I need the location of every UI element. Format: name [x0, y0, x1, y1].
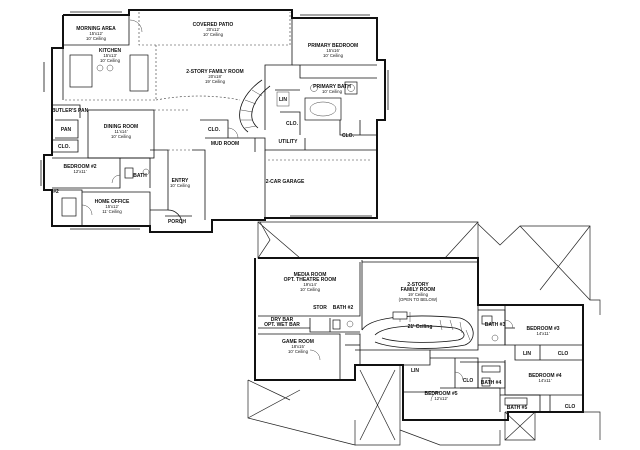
bedroom5-dims: 12'x12'	[434, 396, 448, 401]
family-room-label: 2-STORY FAMILY ROOM	[186, 69, 243, 75]
butlers-pan-label: BUTLER'S PAN	[52, 108, 89, 114]
home-office-ceiling: 11' Ceiling	[102, 209, 122, 214]
dining-room-ceiling: 10' Ceiling	[111, 134, 132, 139]
primary-bedroom-label: PRIMARY BEDROOM	[308, 43, 358, 49]
media-room-sub: OPT. THEATRE ROOM	[284, 277, 337, 283]
morning-area-dims: 15'x12'	[89, 31, 103, 36]
game-room-dims: 18'x15'	[291, 344, 305, 349]
bedroom2-label: BEDROOM #2	[63, 164, 96, 170]
stor-label: STOR	[313, 305, 327, 311]
primary-bath-label: PRIMARY BATH	[313, 84, 351, 90]
covered-patio-ceiling: 10' Ceiling	[203, 32, 224, 37]
media-room-label: MEDIA ROOM	[294, 272, 327, 278]
primary-bedroom-ceiling: 10' Ceiling	[323, 53, 344, 58]
mud-room-label: MUD ROOM	[211, 141, 239, 147]
bedroom4-dims: 14'x11'	[538, 378, 551, 383]
morning-area-label: MORNING AREA	[76, 26, 116, 32]
porch-label: PORCH	[168, 219, 186, 225]
bath4-label: BATH #4	[481, 380, 502, 386]
entry-ceiling: 10' Ceiling	[170, 183, 191, 188]
kitchen-label: KITCHEN	[99, 48, 122, 54]
stair-curve	[239, 79, 263, 133]
clo-label: CLO.	[208, 127, 221, 133]
home-office-label: HOME OFFICE	[95, 199, 130, 205]
bedroom3-dims: 14'x11'	[536, 331, 549, 336]
home-office-dims: 15'x12'	[105, 204, 119, 209]
garage-label: 2-CAR GARAGE	[266, 179, 305, 185]
bedroom2-dims: 12'x11'	[73, 169, 86, 174]
bathtub	[304, 97, 342, 121]
covered-patio-label: COVERED PATIO	[193, 22, 234, 28]
bedroom4-label: BEDROOM #4	[528, 373, 561, 379]
family-room-below-note: (OPEN TO BELOW)	[399, 297, 438, 302]
lin-label: LIN	[411, 368, 419, 374]
bath3-label: BATH #3	[485, 322, 506, 328]
covered-patio-dims: 20'x12'	[206, 27, 220, 32]
game-room-ceiling: 10' Ceiling	[288, 349, 309, 354]
bedroom3-label: BEDROOM #3	[526, 326, 559, 332]
lin-label: LIN	[279, 97, 287, 103]
clo-label: CLO.	[58, 144, 71, 150]
media-room-ceiling: 10' Ceiling	[300, 287, 321, 292]
ceiling-21-label: 21' Ceiling	[408, 324, 433, 330]
dining-room-dims: 11'x14'	[114, 129, 127, 134]
family-room-below-ceiling: 19' Ceiling	[408, 292, 429, 297]
dining-room-label: DINING ROOM	[104, 124, 138, 130]
kitchen-boundary	[63, 45, 157, 101]
bath5-label: BATH #5	[507, 405, 528, 411]
family-room-below-label2: FAMILY ROOM	[401, 287, 436, 293]
kitchen-island	[129, 54, 149, 92]
kitchen-island	[69, 54, 93, 88]
bath2-num-label: #2	[53, 189, 59, 195]
dry-bar-label: DRY BAR	[271, 317, 294, 323]
bath2-label: BATH	[133, 173, 147, 179]
clo-label: CLO	[565, 404, 576, 410]
family-room-below-label: 2-STORY	[407, 282, 429, 288]
family-room-dims: 20'x18'	[208, 74, 222, 79]
first-floor-plan: MORNING AREA 15'x12' 10' Ceiling COVERED…	[40, 9, 389, 233]
morning-area-wall	[63, 15, 130, 46]
utility-label: UTILITY	[279, 139, 299, 145]
clo-label: CLO.	[286, 121, 299, 127]
kitchen-ceiling: 10' Ceiling	[100, 58, 121, 63]
media-room-dims: 19'x14'	[303, 282, 317, 287]
primary-suite-wall	[264, 18, 293, 130]
bath2-label: BATH #2	[333, 305, 354, 311]
clo-label: CLO	[463, 378, 474, 384]
clo-label: CLO	[558, 351, 569, 357]
entry-label: ENTRY	[172, 178, 189, 184]
family-room-ceiling: 19' Ceiling	[205, 79, 226, 84]
kitchen-dims: 15'x13'	[103, 53, 117, 58]
primary-bedroom-dims: 15'x16'	[326, 48, 340, 53]
primary-bath-ceiling: 10' Ceiling	[322, 89, 343, 94]
clo-label: CLO.	[342, 133, 355, 139]
dry-bar-sub: OPT. WET BAR	[264, 322, 300, 328]
bedroom5-label: BEDROOM #5	[424, 391, 457, 397]
pan-label: PAN	[61, 127, 72, 133]
lin-label: LIN	[523, 351, 531, 357]
morning-area-ceiling: 10' Ceiling	[86, 36, 107, 41]
patio-boundary	[138, 12, 291, 46]
game-room-label: GAME ROOM	[282, 339, 314, 345]
second-floor-plan: MEDIA ROOM OPT. THEATRE ROOM 19'x14' 10'…	[247, 221, 601, 446]
